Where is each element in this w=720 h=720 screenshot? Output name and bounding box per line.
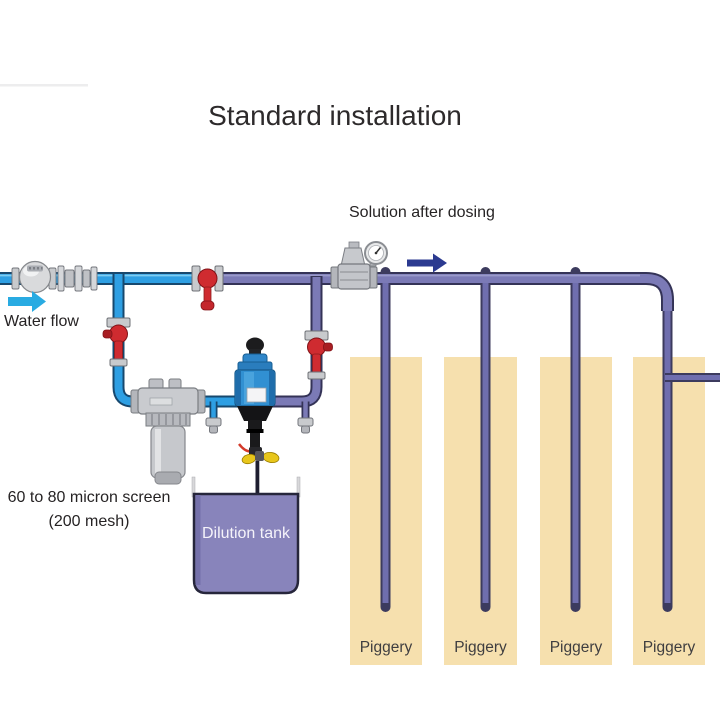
dosing-pump-icon (234, 337, 276, 449)
filter-screen-label-line1: 60 to 80 micron screen (7, 489, 171, 506)
piggery-label-1: Piggery (359, 639, 413, 656)
dilution-tank-label: Dilution tank (201, 525, 291, 542)
solution-after-dosing-label: Solution after dosing (349, 204, 495, 221)
piggery-columns (350, 357, 705, 665)
piggery-drop-pipes (380, 267, 673, 612)
bypass-valve-icon (191, 265, 224, 311)
piggery-label-3: Piggery (549, 639, 603, 656)
drain-valve-icon (205, 417, 222, 434)
solution-flow-arrow-icon (407, 253, 447, 273)
water-flow-arrow-icon (8, 291, 46, 312)
pressure-gauge-icon (364, 241, 388, 265)
pump-outlet-pipe (262, 276, 323, 434)
distribution-manifold (212, 267, 720, 612)
pump-label-plate (246, 387, 267, 403)
yellow-handle-right (262, 451, 280, 464)
pressure-regulator-icon (330, 241, 388, 290)
filter-inlet-valve-icon (102, 317, 131, 367)
water-meter-icon (11, 260, 98, 294)
filter-icon (130, 378, 206, 485)
dilution-tank (191, 476, 301, 595)
drain-valve-icon (297, 417, 314, 434)
tank-liquid (192, 492, 300, 595)
filter-screen-label-line2: (200 mesh) (48, 513, 130, 530)
filter-screen-label: 60 to 80 micron screen (200 mesh) (6, 486, 172, 534)
water-flow-label: Water flow (4, 313, 79, 330)
suction-valve-icon (238, 443, 280, 494)
piggery-label-4: Piggery (642, 639, 696, 656)
suction-tube (255, 461, 260, 494)
piggery-label-2: Piggery (454, 639, 507, 656)
faint-line (0, 84, 88, 87)
page-title: Standard installation (208, 100, 462, 131)
pump-outlet-valve-icon (304, 330, 333, 380)
